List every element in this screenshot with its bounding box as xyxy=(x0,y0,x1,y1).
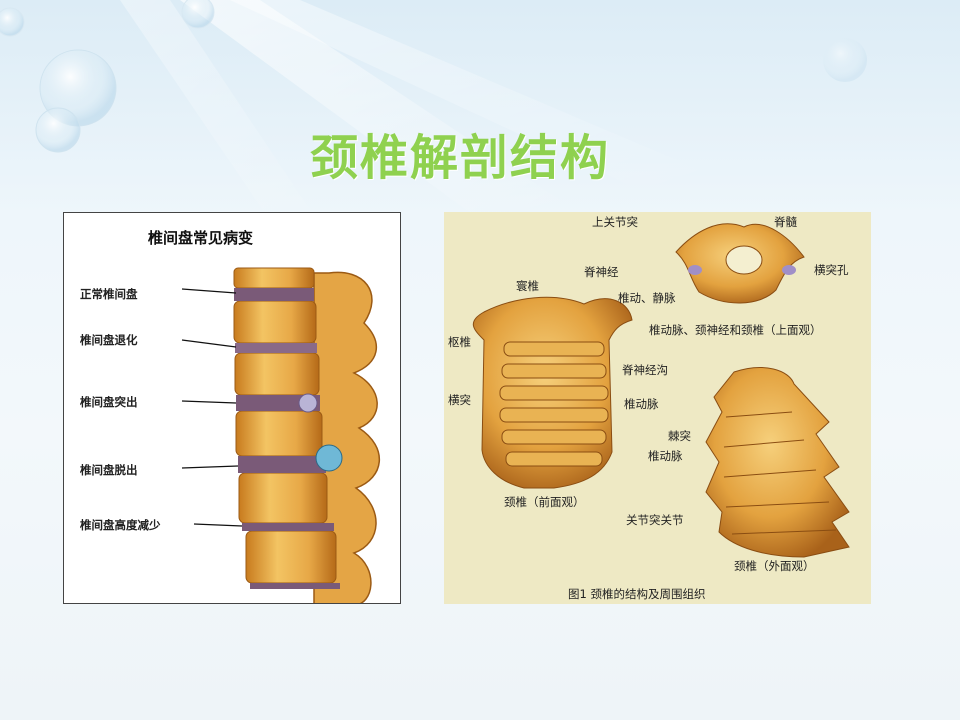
label-normal-disc: 正常椎间盘 xyxy=(80,287,138,301)
disc-reduced-height xyxy=(242,523,334,531)
cervical-spine-illustration xyxy=(472,223,850,558)
cervical-column-side-view xyxy=(705,367,850,558)
vertebra-5 xyxy=(238,472,328,524)
label-extruded-disc: 椎间盘脱出 xyxy=(80,463,138,477)
label-transverse-process: 横突 xyxy=(448,393,471,407)
disc-protruded xyxy=(236,395,320,411)
disc-normal xyxy=(234,288,314,301)
disc-lesions-figure: 椎间盘常见病变 正常椎间盘 椎间盘退化 椎间盘突出 椎间盘脱出 椎间盘高度减少 xyxy=(63,212,401,604)
lumbar-spine-illustration xyxy=(181,267,380,603)
label-superior-articular: 上关节突 xyxy=(592,215,638,229)
cervical-column-front-view xyxy=(472,296,633,489)
label-articular-joint: 关节突关节 xyxy=(626,513,684,527)
label-top-view: 椎动脉、颈神经和颈椎（上面观） xyxy=(649,323,822,337)
label-vertebral-artery: 椎动脉 xyxy=(624,397,659,411)
vertebra-3 xyxy=(234,352,320,396)
disc-degenerated xyxy=(235,343,317,353)
label-nerve-groove: 脊神经沟 xyxy=(622,363,668,377)
vertebra-1 xyxy=(233,267,315,289)
cervical-structure-figure: 上关节突 脊髓 脊神经 横突孔 寰椎 椎动、静脉 椎动脉、颈神经和颈椎（上面观）… xyxy=(444,212,871,604)
label-degenerated-disc: 椎间盘退化 xyxy=(80,333,138,347)
label-side-view: 颈椎（外面观） xyxy=(734,559,815,573)
figure-caption: 图1 颈椎的结构及周围组织 xyxy=(568,587,706,601)
vertebra-6 xyxy=(245,530,337,584)
label-transverse-foramen: 横突孔 xyxy=(814,263,849,277)
protrusion-bulge xyxy=(298,393,318,413)
label-artery-vein: 椎动、静脉 xyxy=(618,291,676,305)
vertebra-top-view xyxy=(675,223,805,304)
disc-extruded xyxy=(238,456,326,473)
figure-title: 椎间盘常见病变 xyxy=(148,229,254,247)
label-spinal-nerve: 脊神经 xyxy=(584,265,619,279)
label-atlas: 寰椎 xyxy=(516,279,539,293)
label-reduced-height: 椎间盘高度减少 xyxy=(80,518,161,532)
label-protruded-disc: 椎间盘突出 xyxy=(80,395,138,409)
vertebra-4 xyxy=(235,410,323,457)
label-spinal-cord: 脊髓 xyxy=(774,215,797,229)
label-vertebral-artery-side: 椎动脉 xyxy=(648,449,683,463)
label-front-view: 颈椎（前面观） xyxy=(504,495,585,509)
slide-title: 颈椎解剖结构 xyxy=(309,130,610,186)
extrusion-bulge xyxy=(315,444,343,472)
label-axis: 枢椎 xyxy=(448,335,471,349)
vertebra-2 xyxy=(233,300,317,344)
label-spinous-process: 棘突 xyxy=(668,429,691,443)
